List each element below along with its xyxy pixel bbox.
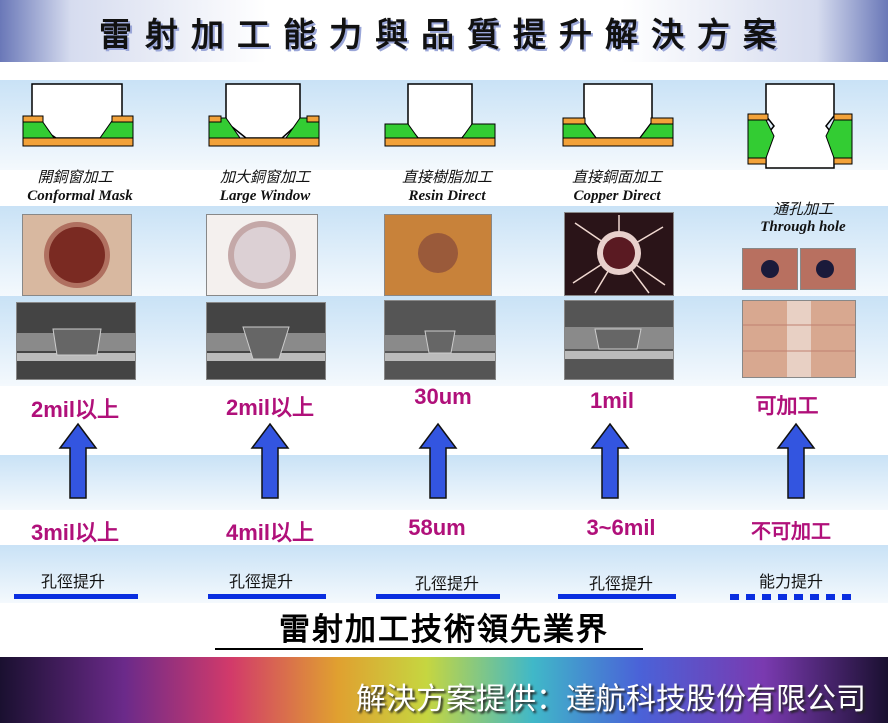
improvement-line: [376, 594, 500, 599]
improvement-line: [14, 594, 138, 599]
method-label-en: Conformal Mask: [27, 188, 133, 204]
method-label-en: Resin Direct: [408, 188, 486, 204]
via-cross-section-diagram-icon: [562, 83, 674, 147]
improvement-dots: [730, 594, 852, 600]
improvement-line: [558, 594, 676, 599]
via-cross-section-diagram-icon: [384, 83, 496, 147]
method-label-cn: 開銅窗加工: [37, 168, 113, 186]
after-value: 2mil以上: [30, 397, 120, 422]
slogan: 雷射加工技術領先業界: [279, 612, 609, 648]
before-value: 3~6mil: [586, 515, 656, 540]
after-value: 可加工: [755, 393, 819, 418]
microscope-photo-icon: [742, 248, 798, 290]
before-value: 不可加工: [751, 519, 831, 543]
via-cross-section-diagram-icon: [208, 83, 320, 147]
footer-bar: [0, 657, 888, 723]
via-cross-section-diagram-icon: [747, 83, 853, 169]
improvement-label: 能力提升: [758, 572, 823, 591]
title-bar: [0, 0, 888, 62]
background-band: [0, 545, 888, 603]
slogan-underline: [215, 648, 643, 650]
improvement-label: 孔徑提升: [40, 572, 105, 591]
method-label-en: Large Window: [219, 188, 311, 204]
microscope-photo-icon: [800, 248, 856, 290]
before-value: 3mil以上: [30, 520, 120, 545]
sem-photo-icon: [206, 302, 326, 380]
up-arrow-icon: [58, 422, 98, 499]
improvement-line: [208, 594, 326, 599]
before-value: 58um: [408, 515, 466, 540]
up-arrow-icon: [418, 422, 458, 499]
method-label-cn: 直接樹脂加工: [401, 168, 492, 186]
up-arrow-icon: [776, 422, 816, 499]
method-label-en: Through hole: [760, 219, 846, 235]
sem-photo-icon: [564, 300, 674, 380]
before-value: 4mil以上: [225, 520, 315, 545]
microscope-photo-icon: [384, 214, 492, 296]
microscope-photo-icon: [564, 212, 674, 296]
sem-photo-icon: [742, 300, 856, 378]
microscope-photo-icon: [206, 214, 318, 296]
sem-photo-icon: [384, 300, 496, 380]
method-label-en: Copper Direct: [573, 188, 661, 204]
via-cross-section-diagram-icon: [22, 83, 134, 147]
after-value: 30um: [414, 384, 472, 409]
footer-provider: 解決方案提供：達航科技股份有限公司: [356, 682, 866, 717]
improvement-label: 孔徑提升: [588, 574, 653, 593]
after-value: 2mil以上: [225, 395, 315, 420]
microscope-photo-icon: [22, 214, 132, 296]
method-label-cn: 直接銅面加工: [571, 168, 662, 186]
method-label-cn: 通孔加工: [772, 200, 833, 218]
up-arrow-icon: [590, 422, 630, 499]
up-arrow-icon: [250, 422, 290, 499]
method-label-cn: 加大銅窗加工: [219, 168, 310, 186]
after-value: 1mil: [589, 388, 635, 413]
page-title: 雷射加工能力與品質提升解決方案: [99, 15, 789, 54]
improvement-label: 孔徑提升: [228, 572, 293, 591]
improvement-label: 孔徑提升: [414, 574, 479, 593]
sem-photo-icon: [16, 302, 136, 380]
